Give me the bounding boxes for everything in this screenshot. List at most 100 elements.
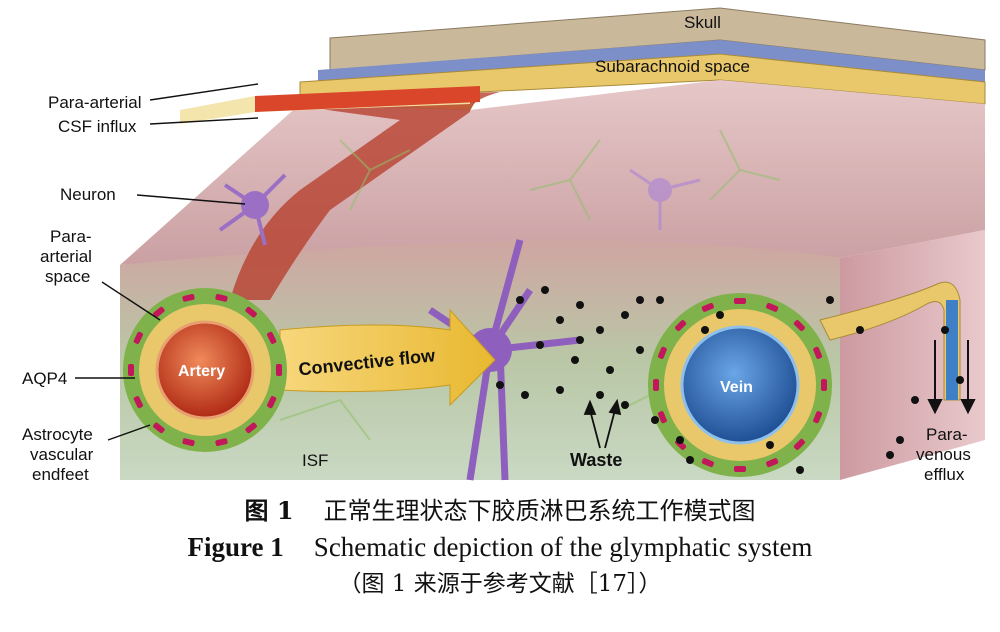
label-neuron: Neuron bbox=[60, 185, 116, 204]
tissue-top-face bbox=[120, 80, 985, 265]
caption-en-title: Schematic depiction of the glymphatic sy… bbox=[313, 532, 813, 562]
label-astrocyte-2: vascular bbox=[30, 445, 94, 464]
vein-cross-section bbox=[648, 293, 832, 477]
waste-arrows bbox=[583, 398, 622, 449]
aqp4-channel bbox=[128, 364, 134, 376]
waste-particle bbox=[766, 441, 774, 449]
label-astrocyte-1: Astrocyte bbox=[22, 425, 93, 444]
aqp4-channel bbox=[245, 422, 257, 434]
waste-particle bbox=[716, 311, 724, 319]
aqp4-channel bbox=[653, 379, 659, 391]
caption-cn-title: 正常生理状态下胶质淋巴系统工作模式图 bbox=[323, 497, 756, 525]
label-para-arterial-1: Para- bbox=[50, 227, 92, 246]
aqp4-channel bbox=[793, 438, 805, 450]
aqp4-channel bbox=[182, 438, 195, 447]
waste-particle bbox=[606, 366, 614, 374]
neuron-cell-top bbox=[629, 168, 701, 230]
aqp4-channel bbox=[701, 302, 714, 312]
waste-particle bbox=[636, 296, 644, 304]
aqp4-channels-artery bbox=[128, 293, 282, 447]
label-artery: Artery bbox=[178, 363, 225, 380]
waste-particle bbox=[596, 391, 604, 399]
waste-particle bbox=[956, 376, 964, 384]
label-skull: Skull bbox=[684, 13, 721, 32]
waste-particle bbox=[556, 386, 564, 394]
aqp4-channel bbox=[153, 422, 165, 434]
aqp4-channel bbox=[766, 302, 779, 312]
aqp4-channel bbox=[657, 346, 667, 359]
caption-cn-number: 图 1 bbox=[244, 496, 294, 525]
aqp4-channel bbox=[813, 411, 823, 424]
label-astrocyte-3: endfeet bbox=[32, 465, 89, 484]
efflux-arrows bbox=[927, 340, 976, 415]
aqp4-channel bbox=[267, 331, 277, 344]
label-para-venous-3: efflux bbox=[924, 465, 965, 484]
aqp4-channel bbox=[813, 346, 823, 359]
aqp4-channel bbox=[276, 364, 282, 376]
aqp4-channel bbox=[675, 320, 687, 332]
penetrating-artery bbox=[230, 92, 500, 300]
waste-particle bbox=[636, 346, 644, 354]
aqp4-channel bbox=[734, 466, 746, 472]
waste-particle bbox=[796, 466, 804, 474]
aqp4-channel bbox=[182, 293, 195, 302]
label-para-arterial-2: arterial bbox=[40, 247, 92, 266]
aqp4-channel bbox=[215, 293, 228, 302]
waste-particles bbox=[496, 286, 964, 474]
neuron-cell bbox=[218, 173, 287, 246]
label-vein: Vein bbox=[720, 379, 753, 396]
skull-blue-band bbox=[318, 40, 985, 82]
waste-particle bbox=[896, 436, 904, 444]
waste-particle bbox=[676, 436, 684, 444]
waste-particle bbox=[541, 286, 549, 294]
waste-particle bbox=[571, 356, 579, 364]
aqp4-channel bbox=[793, 320, 805, 332]
aqp4-channel bbox=[133, 396, 143, 409]
waste-particle bbox=[521, 391, 529, 399]
label-waste: Waste bbox=[570, 450, 622, 470]
waste-particle bbox=[556, 316, 564, 324]
aqp4-channel bbox=[245, 306, 257, 318]
label-aqp4: AQP4 bbox=[22, 369, 67, 388]
waste-particle bbox=[536, 341, 544, 349]
label-csf-influx-1: Para-arterial bbox=[48, 93, 142, 112]
aqp4-channel bbox=[657, 411, 667, 424]
label-leaders bbox=[75, 83, 259, 441]
label-para-venous-1: Para- bbox=[926, 425, 968, 444]
aqp4-channel bbox=[153, 306, 165, 318]
aqp4-channel bbox=[821, 379, 827, 391]
aqp4-channel bbox=[734, 298, 746, 304]
caption-source: （图 1 来源于参考文献［17］） bbox=[338, 571, 662, 597]
artery-tube bbox=[255, 86, 480, 112]
caption-chinese: 图 1 正常生理状态下胶质淋巴系统工作模式图 bbox=[0, 494, 1000, 528]
aqp4-channel bbox=[215, 438, 228, 447]
aqp4-channel bbox=[701, 458, 714, 468]
waste-particle bbox=[516, 296, 524, 304]
waste-particle bbox=[701, 326, 709, 334]
waste-particle bbox=[941, 326, 949, 334]
caption-english: Figure 1 Schematic depiction of the glymp… bbox=[0, 528, 1000, 566]
convective-flow-arrow bbox=[279, 308, 496, 407]
aqp4-channels-vein bbox=[653, 298, 827, 472]
waste-particle bbox=[621, 401, 629, 409]
label-para-venous-2: venous bbox=[916, 445, 971, 464]
waste-particle bbox=[496, 381, 504, 389]
label-para-arterial-3: space bbox=[45, 267, 90, 286]
aqp4-channel bbox=[133, 331, 143, 344]
waste-particle bbox=[576, 336, 584, 344]
waste-particle bbox=[911, 396, 919, 404]
glymphatic-diagram: Skull Subarachnoid space Para-arterial C… bbox=[22, 7, 986, 484]
waste-particle bbox=[656, 296, 664, 304]
waste-particle bbox=[621, 311, 629, 319]
caption-en-number: Figure 1 bbox=[187, 532, 284, 562]
label-csf-influx-2: CSF influx bbox=[58, 117, 137, 136]
aqp4-channel bbox=[267, 396, 277, 409]
aqp4-channel bbox=[766, 458, 779, 468]
waste-particle bbox=[856, 326, 864, 334]
waste-particle bbox=[651, 416, 659, 424]
label-isf: ISF bbox=[302, 451, 328, 470]
waste-particle bbox=[576, 301, 584, 309]
waste-particle bbox=[826, 296, 834, 304]
label-subarachnoid: Subarachnoid space bbox=[595, 57, 750, 76]
artery-cross-section bbox=[123, 288, 287, 452]
